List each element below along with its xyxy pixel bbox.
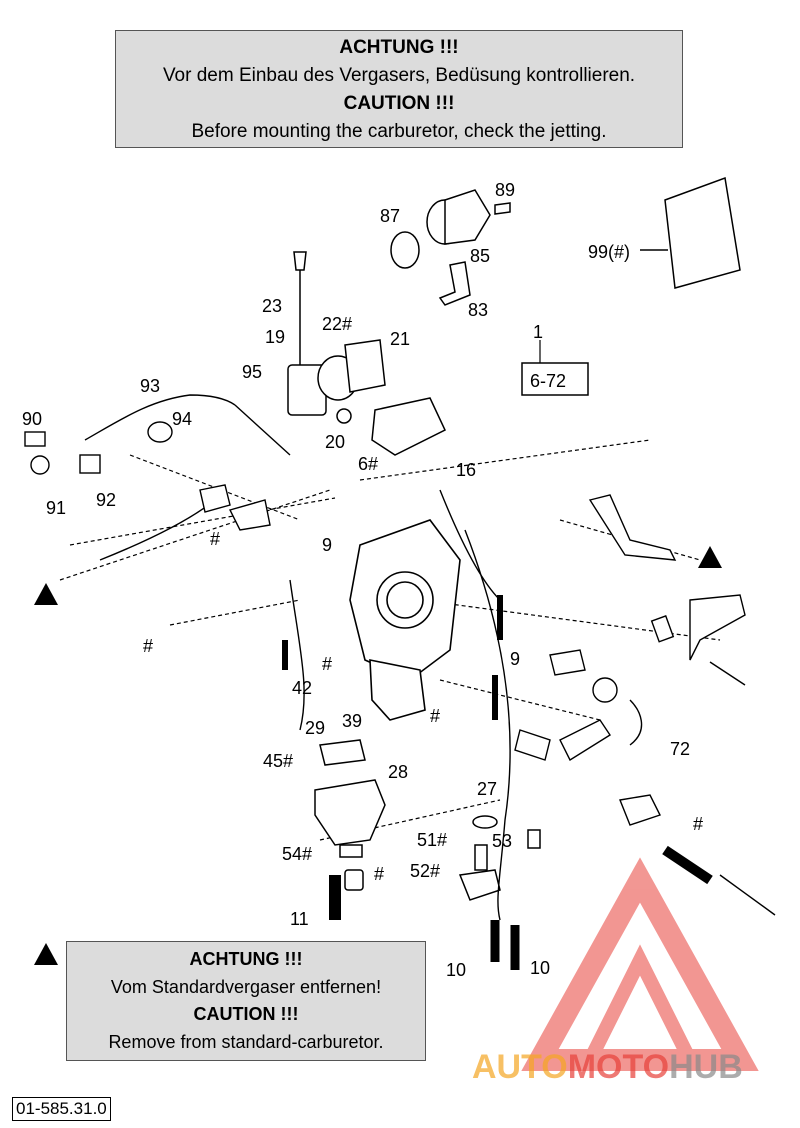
throttle-linkage bbox=[514, 494, 776, 916]
label-11: 11 bbox=[290, 909, 309, 929]
label-hash-5: # bbox=[693, 814, 703, 834]
label-52: 52# bbox=[410, 861, 440, 881]
vent-hoses bbox=[282, 489, 511, 921]
label-16: 16 bbox=[456, 460, 476, 480]
label-95: 95 bbox=[242, 362, 262, 382]
caution-notice-top: ACHTUNG !!! Vor dem Einbau des Vergasers… bbox=[115, 30, 683, 148]
notice-bottom-text-de: Vom Standardvergaser entfernen! bbox=[110, 976, 382, 997]
label-1: 1 bbox=[533, 322, 543, 342]
label-39: 39 bbox=[342, 711, 362, 731]
label-51: 51# bbox=[417, 830, 447, 850]
carburetor-body bbox=[349, 519, 461, 721]
label-45: 45# bbox=[263, 751, 293, 771]
label-92: 92 bbox=[96, 490, 116, 510]
intake-flange bbox=[390, 189, 511, 306]
label-23: 23 bbox=[262, 296, 282, 316]
label-72: 72 bbox=[670, 739, 690, 759]
label-28: 28 bbox=[388, 762, 408, 782]
notice-top-text-de: Vor dem Einbau des Vergasers, Bedüsung k… bbox=[162, 65, 636, 86]
notice-bottom-heading-de: ACHTUNG !!! bbox=[189, 949, 303, 969]
label-54: 54# bbox=[282, 844, 312, 864]
label-hash-2: # bbox=[143, 636, 153, 656]
top-cover bbox=[287, 251, 446, 456]
label-89: 89 bbox=[495, 180, 515, 200]
ref-box bbox=[521, 362, 589, 396]
label-6-72: 6-72 bbox=[530, 371, 566, 391]
label-91: 91 bbox=[46, 498, 66, 518]
notice-top-text-en: Before mounting the carburetor, check th… bbox=[191, 121, 607, 142]
part-number: 01-585.31.0 bbox=[12, 1097, 111, 1121]
label-6: 6# bbox=[358, 454, 378, 474]
label-29: 29 bbox=[305, 718, 325, 738]
label-9-right: 9 bbox=[510, 649, 520, 669]
label-hash-6: # bbox=[374, 864, 384, 884]
label-27: 27 bbox=[477, 779, 497, 799]
label-10-left: 10 bbox=[446, 960, 466, 980]
label-53: 53 bbox=[492, 831, 512, 851]
warning-triangles bbox=[34, 546, 722, 965]
label-87: 87 bbox=[380, 206, 400, 226]
float-bowl bbox=[314, 739, 541, 970]
notice-bottom-text-en: Remove from standard-carburetor. bbox=[108, 1031, 384, 1052]
label-hash-1: # bbox=[210, 529, 220, 549]
label-9-left: 9 bbox=[322, 535, 332, 555]
gasket-sheet bbox=[640, 176, 741, 289]
label-83: 83 bbox=[468, 300, 488, 320]
label-hash-4: # bbox=[430, 706, 440, 726]
label-42: 42 bbox=[292, 678, 312, 698]
label-10-right: 10 bbox=[530, 958, 550, 978]
label-22: 22# bbox=[322, 314, 352, 334]
label-20: 20 bbox=[325, 432, 345, 452]
label-93: 93 bbox=[140, 376, 160, 396]
label-19: 19 bbox=[265, 327, 285, 347]
label-21: 21 bbox=[390, 329, 410, 349]
label-94: 94 bbox=[172, 409, 192, 429]
label-90: 90 bbox=[22, 409, 42, 429]
notice-top-heading-de: ACHTUNG !!! bbox=[339, 37, 459, 58]
label-85: 85 bbox=[470, 246, 490, 266]
label-hash-3: # bbox=[322, 654, 332, 674]
cable-assemblies bbox=[24, 394, 291, 561]
part-labels: 89 87 85 83 99(#) 23 22# 21 19 1 6-72 93… bbox=[22, 180, 703, 980]
watermark-logo bbox=[521, 857, 759, 1071]
label-99: 99(#) bbox=[588, 242, 630, 262]
caution-notice-bottom: ACHTUNG !!! Vom Standardvergaser entfern… bbox=[66, 941, 426, 1061]
notice-bottom-heading-en: CAUTION !!! bbox=[193, 1004, 299, 1024]
watermark-text: AUTOMOTOHUB bbox=[472, 1048, 743, 1086]
notice-top-heading-en: CAUTION !!! bbox=[343, 93, 455, 114]
